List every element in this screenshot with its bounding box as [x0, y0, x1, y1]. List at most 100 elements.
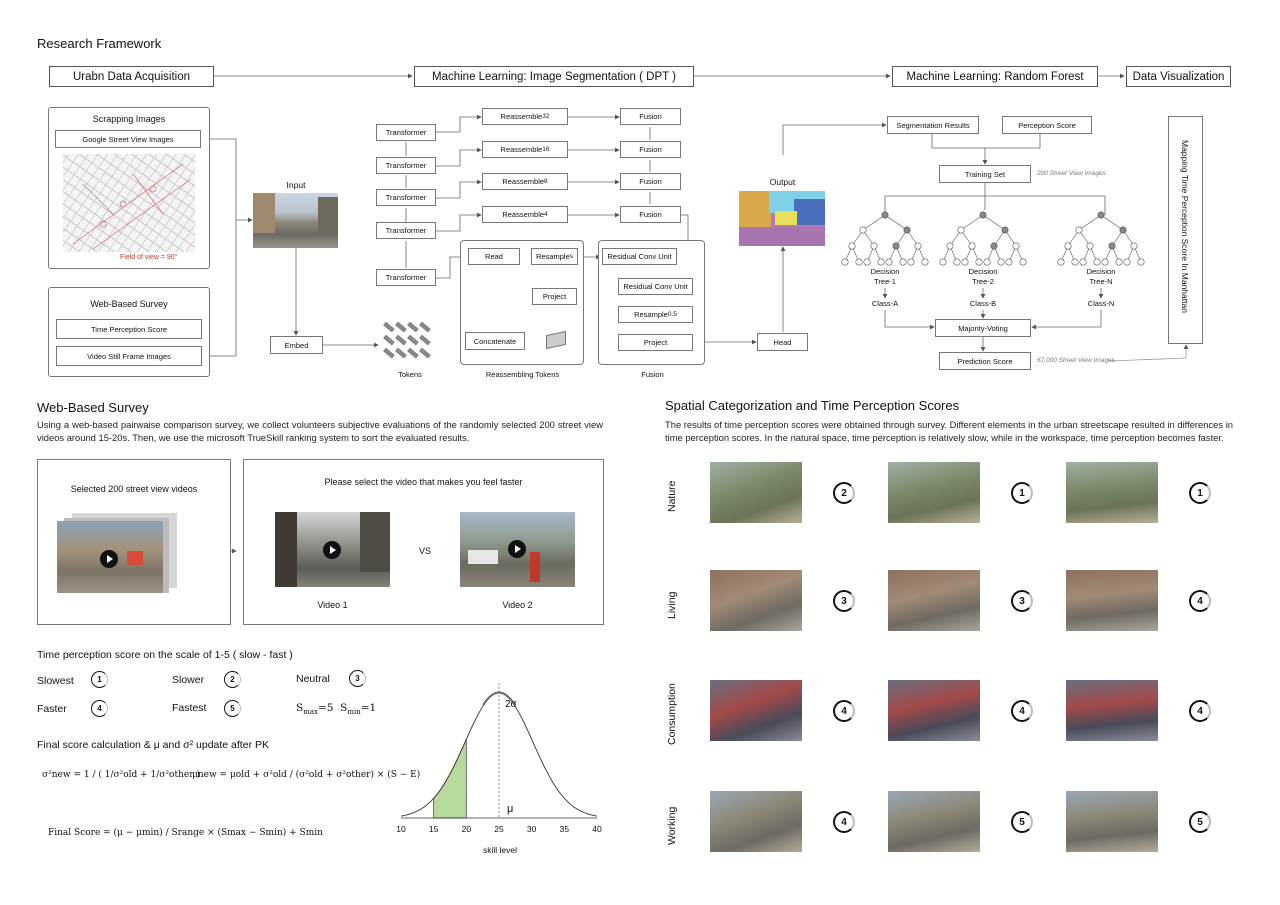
chart-x-tick: 40	[592, 824, 602, 834]
tree-node	[1001, 226, 1009, 234]
scale-score-5: 5	[224, 700, 241, 717]
smax-smin: Smax=5 Smin=1	[296, 702, 376, 716]
street-map-image	[63, 154, 195, 252]
tree-node	[983, 258, 991, 266]
reassemble-4-label: Reassemble	[502, 210, 545, 219]
formula-sigma: σ²new = 1 / ( 1/σ²old + 1/σ²other )	[42, 770, 200, 780]
framework-title: Research Framework	[37, 36, 162, 51]
fusion-1: Fusion	[620, 108, 681, 125]
token-glyph	[407, 321, 419, 333]
chart-x-label: skill level	[482, 845, 517, 855]
play-icon-video-2[interactable]	[508, 540, 526, 558]
tree-node	[1086, 242, 1094, 250]
street-image-working-3	[1066, 791, 1158, 852]
chart-x-tick: 15	[428, 824, 439, 834]
score-badge-working-1: 4	[833, 811, 855, 833]
video-frame-label: Video Still Frame Images	[56, 346, 202, 366]
scale-score-4: 4	[91, 700, 108, 717]
input-label: Input	[286, 180, 306, 190]
reassemble-16-sub: 16	[542, 146, 550, 153]
project-box-1: Project	[532, 288, 577, 305]
street-image-working-2	[888, 791, 980, 852]
tree-node	[914, 242, 922, 250]
tree-node	[961, 258, 969, 266]
time-score-label: Time Perception Score	[56, 319, 202, 339]
chart-x-tick: 25	[494, 824, 504, 834]
formula-final: Final Score = (μ − μmin) / Srange × (Sma…	[48, 828, 323, 838]
token-glyph	[383, 321, 395, 333]
scale-score-3: 3	[349, 670, 366, 687]
smin-value: =1	[360, 702, 377, 714]
street-image-nature-2	[888, 462, 980, 523]
score-badge-living-2: 3	[1011, 590, 1033, 612]
formula-sigma-rhs: 1 / ( 1/σ²old + 1/σ²other )	[83, 770, 200, 780]
score-badge-nature-3: 1	[1189, 482, 1211, 504]
play-icon-video-1[interactable]	[323, 541, 341, 559]
tree-2-line1: Decision	[968, 267, 998, 276]
score-badge-consumption-2: 4	[1011, 700, 1033, 722]
tree-node	[877, 258, 885, 266]
class-n-label: Class-N	[1087, 299, 1115, 308]
tree-node	[841, 258, 849, 266]
formula-sigma-lhs: σ²new =	[42, 770, 81, 780]
tree-node	[903, 226, 911, 234]
concatenate-box: Concatenate	[465, 332, 525, 350]
scale-title: Time perception score on the scale of 1-…	[37, 649, 293, 661]
resample-05-label: Resample	[634, 310, 668, 319]
reassemble-32-sub: 32	[542, 113, 550, 120]
scale-label-fastest: Fastest	[172, 702, 207, 714]
chart-mu-label: μ	[507, 803, 514, 815]
reassemble-8-label: Reassemble	[502, 177, 545, 186]
embed-box: Embed	[270, 336, 323, 354]
chart-x-tick: 30	[526, 824, 537, 834]
scale-score-1: 1	[91, 671, 108, 688]
output-label: Output	[769, 177, 796, 187]
chart-sigma-label: 2σ	[505, 699, 517, 710]
chart-x-tick: 10	[396, 824, 406, 834]
residual-conv-2: Residual Conv Unit	[618, 278, 693, 295]
stage-visualization: Data Visualization	[1126, 66, 1231, 87]
tree-edge	[960, 214, 984, 231]
tree-node	[1101, 258, 1109, 266]
tree-node	[957, 226, 965, 234]
fov-label: Field of view = 90°	[120, 254, 178, 261]
tree-n-line1: Decision	[1086, 267, 1116, 276]
tree-node	[1130, 242, 1138, 250]
transformer-3: Transformer	[376, 157, 436, 174]
reassemble-32-label: Reassemble	[500, 112, 543, 121]
video-2-label: Video 2	[502, 600, 533, 610]
mapping-box	[1168, 116, 1203, 344]
tokens-label: Tokens	[398, 370, 422, 379]
tree-node	[1097, 211, 1105, 219]
reassemble-4-sub: 4	[544, 211, 548, 218]
tree-2-line2: Tree-2	[972, 277, 994, 286]
reassembling-caption: Reassembling Tokens	[485, 370, 560, 379]
tree-node	[1115, 258, 1123, 266]
stage-acquisition: Urabn Data Acquisition	[49, 66, 214, 87]
scale-label-slowest: Slowest	[37, 675, 74, 687]
majority-voting-box: Majority-Voting	[935, 319, 1031, 337]
video-1-thumbnail[interactable]	[275, 512, 390, 587]
score-badge-consumption-1: 4	[833, 700, 855, 722]
tree-node	[939, 258, 947, 266]
score-badge-consumption-3: 4	[1189, 700, 1211, 722]
head-box: Head	[757, 333, 808, 351]
tree-1-line2: Tree-1	[874, 277, 896, 286]
formula-mu: μnew = μold + σ²old / (σ²old + σ²other) …	[192, 770, 421, 780]
category-label-living: Living	[666, 591, 678, 619]
tree-node	[975, 258, 983, 266]
tree-node	[990, 242, 998, 250]
smax-sub: max	[303, 708, 318, 717]
token-glyph	[383, 347, 395, 359]
tree-node	[859, 226, 867, 234]
fusion-4: Fusion	[620, 206, 681, 223]
output-segmentation-image	[739, 191, 825, 246]
tree-node	[997, 258, 1005, 266]
street-image-working-1	[710, 791, 802, 852]
play-icon-stack[interactable]	[100, 550, 118, 568]
tree-node	[1119, 226, 1127, 234]
tree-edge	[982, 214, 1006, 231]
video-2-thumbnail[interactable]	[460, 512, 575, 587]
